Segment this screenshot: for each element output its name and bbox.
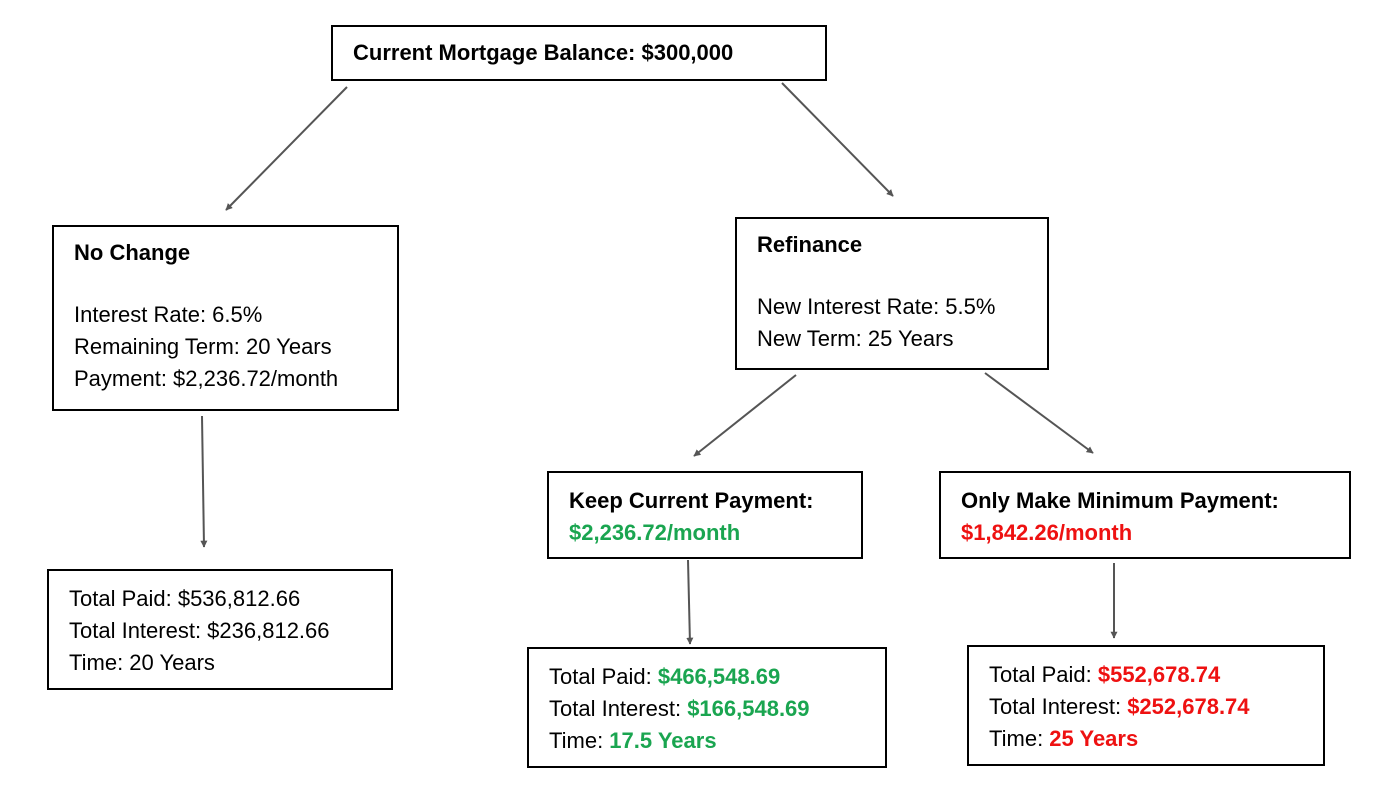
min-total-paid-label: Total Paid: bbox=[989, 662, 1098, 687]
spacer bbox=[757, 261, 1027, 291]
refinance-title: Refinance bbox=[757, 232, 863, 257]
keep-total-paid-value: $466,548.69 bbox=[657, 664, 781, 689]
keep-total-interest-value: $166,548.69 bbox=[687, 696, 810, 721]
min-total-paid-row: Total Paid: $552,678.74 bbox=[989, 659, 1303, 691]
no-change-total-paid: Total Paid: $536,812.66 bbox=[69, 586, 301, 611]
no-change-rate: Interest Rate: 6.5% bbox=[74, 302, 263, 327]
keep-payment-amount: $2,236.72/month bbox=[569, 520, 741, 545]
no-change-title: No Change bbox=[74, 240, 191, 265]
keep-time-value: 17.5 Years bbox=[609, 728, 717, 753]
keep-total-interest-row: Total Interest: $166,548.69 bbox=[549, 693, 865, 725]
min-time-row: Time: 25 Years bbox=[989, 723, 1303, 755]
refinance-node: Refinance New Interest Rate: 5.5% New Te… bbox=[735, 217, 1049, 370]
root-node: Current Mortgage Balance: $300,000 bbox=[331, 25, 827, 81]
min-total-paid-value: $552,678.74 bbox=[1097, 662, 1221, 687]
keep-time-label: Time: bbox=[549, 728, 610, 753]
arrow-refinance-to-min-payment bbox=[984, 372, 1094, 454]
keep-payment-title: Keep Current Payment: bbox=[569, 488, 814, 513]
min-time-value: 25 Years bbox=[1049, 726, 1139, 751]
no-change-payment: Payment: $2,236.72/month bbox=[74, 366, 339, 391]
no-change-total-interest: Total Interest: $236,812.66 bbox=[69, 618, 330, 643]
no-change-result-node: Total Paid: $536,812.66 Total Interest: … bbox=[47, 569, 393, 690]
no-change-term: Remaining Term: 20 Years bbox=[74, 334, 332, 359]
root-label: Current Mortgage Balance: $300,000 bbox=[353, 40, 734, 65]
no-change-time: Time: 20 Years bbox=[69, 650, 215, 675]
min-time-label: Time: bbox=[989, 726, 1050, 751]
min-total-interest-row: Total Interest: $252,678.74 bbox=[989, 691, 1303, 723]
keep-total-paid-label: Total Paid: bbox=[549, 664, 658, 689]
no-change-node: No Change Interest Rate: 6.5% Remaining … bbox=[52, 225, 399, 411]
refinance-rate: New Interest Rate: 5.5% bbox=[757, 294, 996, 319]
keep-time-row: Time: 17.5 Years bbox=[549, 725, 865, 757]
min-total-interest-label: Total Interest: bbox=[989, 694, 1128, 719]
min-payment-title: Only Make Minimum Payment: bbox=[961, 488, 1279, 513]
arrow-refinance-to-keep-payment bbox=[693, 374, 797, 457]
keep-total-interest-label: Total Interest: bbox=[549, 696, 688, 721]
keep-total-paid-row: Total Paid: $466,548.69 bbox=[549, 661, 865, 693]
min-payment-amount: $1,842.26/month bbox=[961, 520, 1133, 545]
arrow-keep-payment-to-result bbox=[686, 559, 694, 645]
keep-payment-node: Keep Current Payment: $2,236.72/month bbox=[547, 471, 863, 559]
arrow-no-change-to-result bbox=[200, 415, 208, 548]
keep-payment-result-node: Total Paid: $466,548.69 Total Interest: … bbox=[527, 647, 887, 768]
min-payment-node: Only Make Minimum Payment: $1,842.26/mon… bbox=[939, 471, 1351, 559]
refinance-term: New Term: 25 Years bbox=[757, 326, 954, 351]
arrow-root-to-refinance bbox=[781, 82, 894, 197]
min-payment-result-node: Total Paid: $552,678.74 Total Interest: … bbox=[967, 645, 1325, 766]
arrow-root-to-no-change bbox=[225, 86, 348, 211]
spacer bbox=[74, 269, 377, 299]
min-total-interest-value: $252,678.74 bbox=[1127, 694, 1250, 719]
